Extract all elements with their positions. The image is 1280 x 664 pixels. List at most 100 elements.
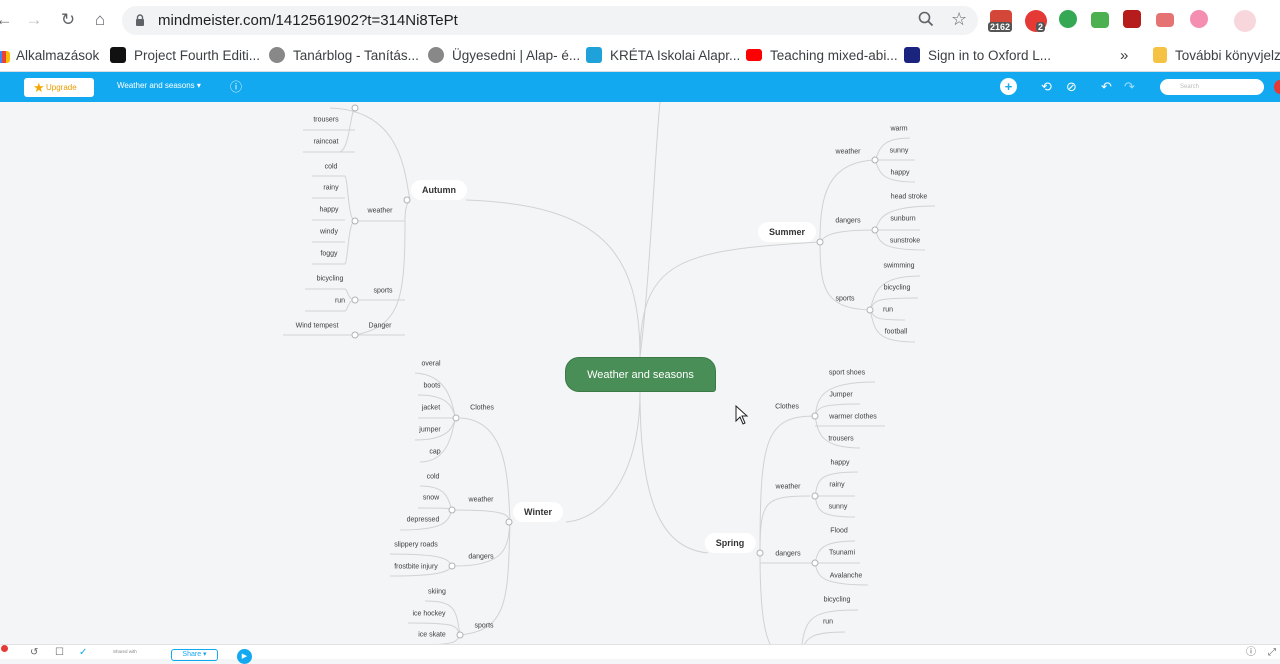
bookmark-other[interactable]: További könyvjelzők <box>1153 46 1280 66</box>
subtopic-node[interactable]: football <box>884 328 908 336</box>
subtopic-node[interactable]: rainy <box>829 481 845 489</box>
subtopic-node[interactable]: Wind tempest <box>295 322 339 330</box>
subtopic-node[interactable]: overal <box>421 360 441 368</box>
subtopic-node[interactable]: windy <box>320 228 338 236</box>
subtopic-node[interactable]: happy <box>830 459 850 467</box>
subtopic-sports[interactable]: sports <box>474 622 494 630</box>
forward-icon[interactable]: → <box>25 10 43 29</box>
subtopic-node[interactable]: foggy <box>320 250 338 258</box>
subtopic-node[interactable]: jacket <box>421 404 441 412</box>
subtopic-node[interactable]: sunstroke <box>889 237 921 245</box>
add-topic-icon[interactable]: + <box>1000 78 1017 95</box>
subtopic-node[interactable]: Tsunami <box>828 549 856 557</box>
subtopic-node[interactable]: cold <box>426 473 440 481</box>
mindmap-canvas[interactable] <box>0 102 1280 644</box>
map-title-dropdown[interactable]: Weather and seasons ▾ <box>117 81 201 90</box>
subtopic-node[interactable]: run <box>822 618 834 626</box>
subtopic-node[interactable]: happy <box>319 206 339 214</box>
bookmark-apps[interactable]: Alkalmazások <box>0 46 99 66</box>
subtopic-node[interactable]: frostbite injury <box>394 563 438 571</box>
cancel-icon[interactable]: ⊘ <box>1066 79 1077 94</box>
topic-autumn[interactable]: Autumn <box>411 180 467 200</box>
subtopic-node[interactable]: skiing <box>428 588 446 596</box>
bookmark-kreta[interactable]: KRÉTA Iskolai Alapr... <box>586 46 740 66</box>
subtopic-node[interactable]: snow <box>422 494 440 502</box>
subtopic-node[interactable]: slippery roads <box>394 541 438 549</box>
subtopic-clothes[interactable]: Clothes <box>775 403 799 411</box>
subtopic-weather[interactable]: weather <box>835 148 861 156</box>
subtopic-node[interactable]: rainy <box>323 184 339 192</box>
subtopic-node[interactable]: Jumper <box>829 391 853 399</box>
bookmark-ugyesedni[interactable]: Ügyesedni | Alap- é... <box>428 46 580 66</box>
subtopic-node[interactable]: depressed <box>406 516 440 524</box>
subtopic-node[interactable]: bicycling <box>316 275 344 283</box>
subtopic-dangers[interactable]: dangers <box>835 217 861 225</box>
check-extension-icon[interactable] <box>1059 10 1077 28</box>
redo-icon[interactable]: ↷ <box>1124 79 1135 94</box>
subtopic-weather[interactable]: weather <box>775 483 801 491</box>
help-icon[interactable]: ⓘ <box>1246 647 1256 658</box>
subtopic-danger[interactable]: Danger <box>368 322 392 330</box>
bookmark-teaching[interactable]: Teaching mixed-abi... <box>746 46 898 66</box>
subtopic-weather[interactable]: weather <box>367 207 393 215</box>
subtopic-node[interactable]: ice skate <box>418 631 446 639</box>
share-button[interactable]: Share ▾ <box>171 649 218 661</box>
root-topic[interactable]: Weather and seasons <box>565 357 716 392</box>
topic-winter[interactable]: Winter <box>513 502 563 522</box>
subtopic-node[interactable]: sport shoes <box>828 369 866 377</box>
present-play-icon[interactable]: ▶ <box>237 649 252 664</box>
pdf-extension-icon[interactable] <box>1123 10 1141 28</box>
subtopic-node[interactable]: jumper <box>419 426 441 434</box>
tasks-check-icon[interactable]: ✓ <box>79 647 88 658</box>
subtopic-node[interactable]: warmer clothes <box>829 413 877 421</box>
back-icon[interactable]: ← <box>0 10 13 29</box>
subtopic-node[interactable]: swimming <box>883 262 915 270</box>
tasks-extension-icon[interactable] <box>1091 12 1109 28</box>
subtopic-node[interactable]: run <box>882 306 894 314</box>
connect-icon[interactable]: ⟲ <box>1041 79 1052 94</box>
subtopic-node[interactable]: trousers <box>828 435 854 443</box>
subtopic-node[interactable]: cold <box>324 163 338 171</box>
subtopic-node[interactable]: sunburn <box>890 215 916 223</box>
bookmarks-overflow-button[interactable]: » <box>1120 47 1129 64</box>
search-input[interactable]: Search <box>1160 79 1264 95</box>
subtopic-node[interactable]: bicycling <box>883 284 911 292</box>
subtopic-node[interactable]: head stroke <box>890 193 928 201</box>
undo-icon[interactable]: ↶ <box>1101 79 1112 94</box>
notes-icon[interactable]: ☐ <box>55 647 64 658</box>
user-avatar[interactable] <box>1274 80 1280 94</box>
subtopic-node[interactable]: Avalanche <box>829 572 863 580</box>
subtopic-node[interactable]: bicycling <box>823 596 851 604</box>
subtopic-sports[interactable]: sports <box>373 287 393 295</box>
subtopic-sports[interactable]: sports <box>835 295 855 303</box>
subtopic-node[interactable]: raincoat <box>313 138 339 146</box>
subtopic-dangers[interactable]: dangers <box>775 550 801 558</box>
subtopic-clothes[interactable]: Clothes <box>470 404 494 412</box>
topic-spring[interactable]: Spring <box>704 533 756 553</box>
subtopic-node[interactable]: trousers <box>313 116 339 124</box>
bookmark-tanarblog[interactable]: Tanárblog - Tanítás... <box>269 46 419 66</box>
subtopic-node[interactable]: sunny <box>889 147 909 155</box>
subtopic-node[interactable]: boots <box>423 382 441 390</box>
subtopic-node[interactable]: ice hockey <box>412 610 446 618</box>
address-bar[interactable]: mindmeister.com/1412561902?t=314Ni8TePt … <box>122 6 978 35</box>
bookmark-project[interactable]: Project Fourth Editi... <box>110 46 260 66</box>
video-extension-icon[interactable] <box>1156 13 1174 27</box>
circle-extension-icon[interactable] <box>1190 10 1208 28</box>
topic-summer[interactable]: Summer <box>757 222 817 242</box>
bookmark-oxford[interactable]: Sign in to Oxford L... <box>904 46 1051 66</box>
upgrade-button[interactable]: ★ Upgrade <box>24 78 94 97</box>
subtopic-node[interactable]: happy <box>890 169 910 177</box>
home-icon[interactable]: ⌂ <box>94 10 106 29</box>
profile-avatar[interactable] <box>1234 10 1256 32</box>
subtopic-node[interactable]: warm <box>890 125 908 133</box>
subtopic-node[interactable]: Flood <box>830 527 848 535</box>
subtopic-dangers[interactable]: dangers <box>468 553 494 561</box>
zoom-icon[interactable] <box>918 11 934 32</box>
reload-icon[interactable]: ↻ <box>60 10 76 29</box>
subtopic-node[interactable]: cap <box>429 448 441 456</box>
subtopic-weather[interactable]: weather <box>468 496 494 504</box>
fullscreen-icon[interactable]: ⤢ <box>1268 647 1276 658</box>
info-icon[interactable]: ⓘ <box>230 80 243 94</box>
subtopic-node[interactable]: sunny <box>828 503 848 511</box>
